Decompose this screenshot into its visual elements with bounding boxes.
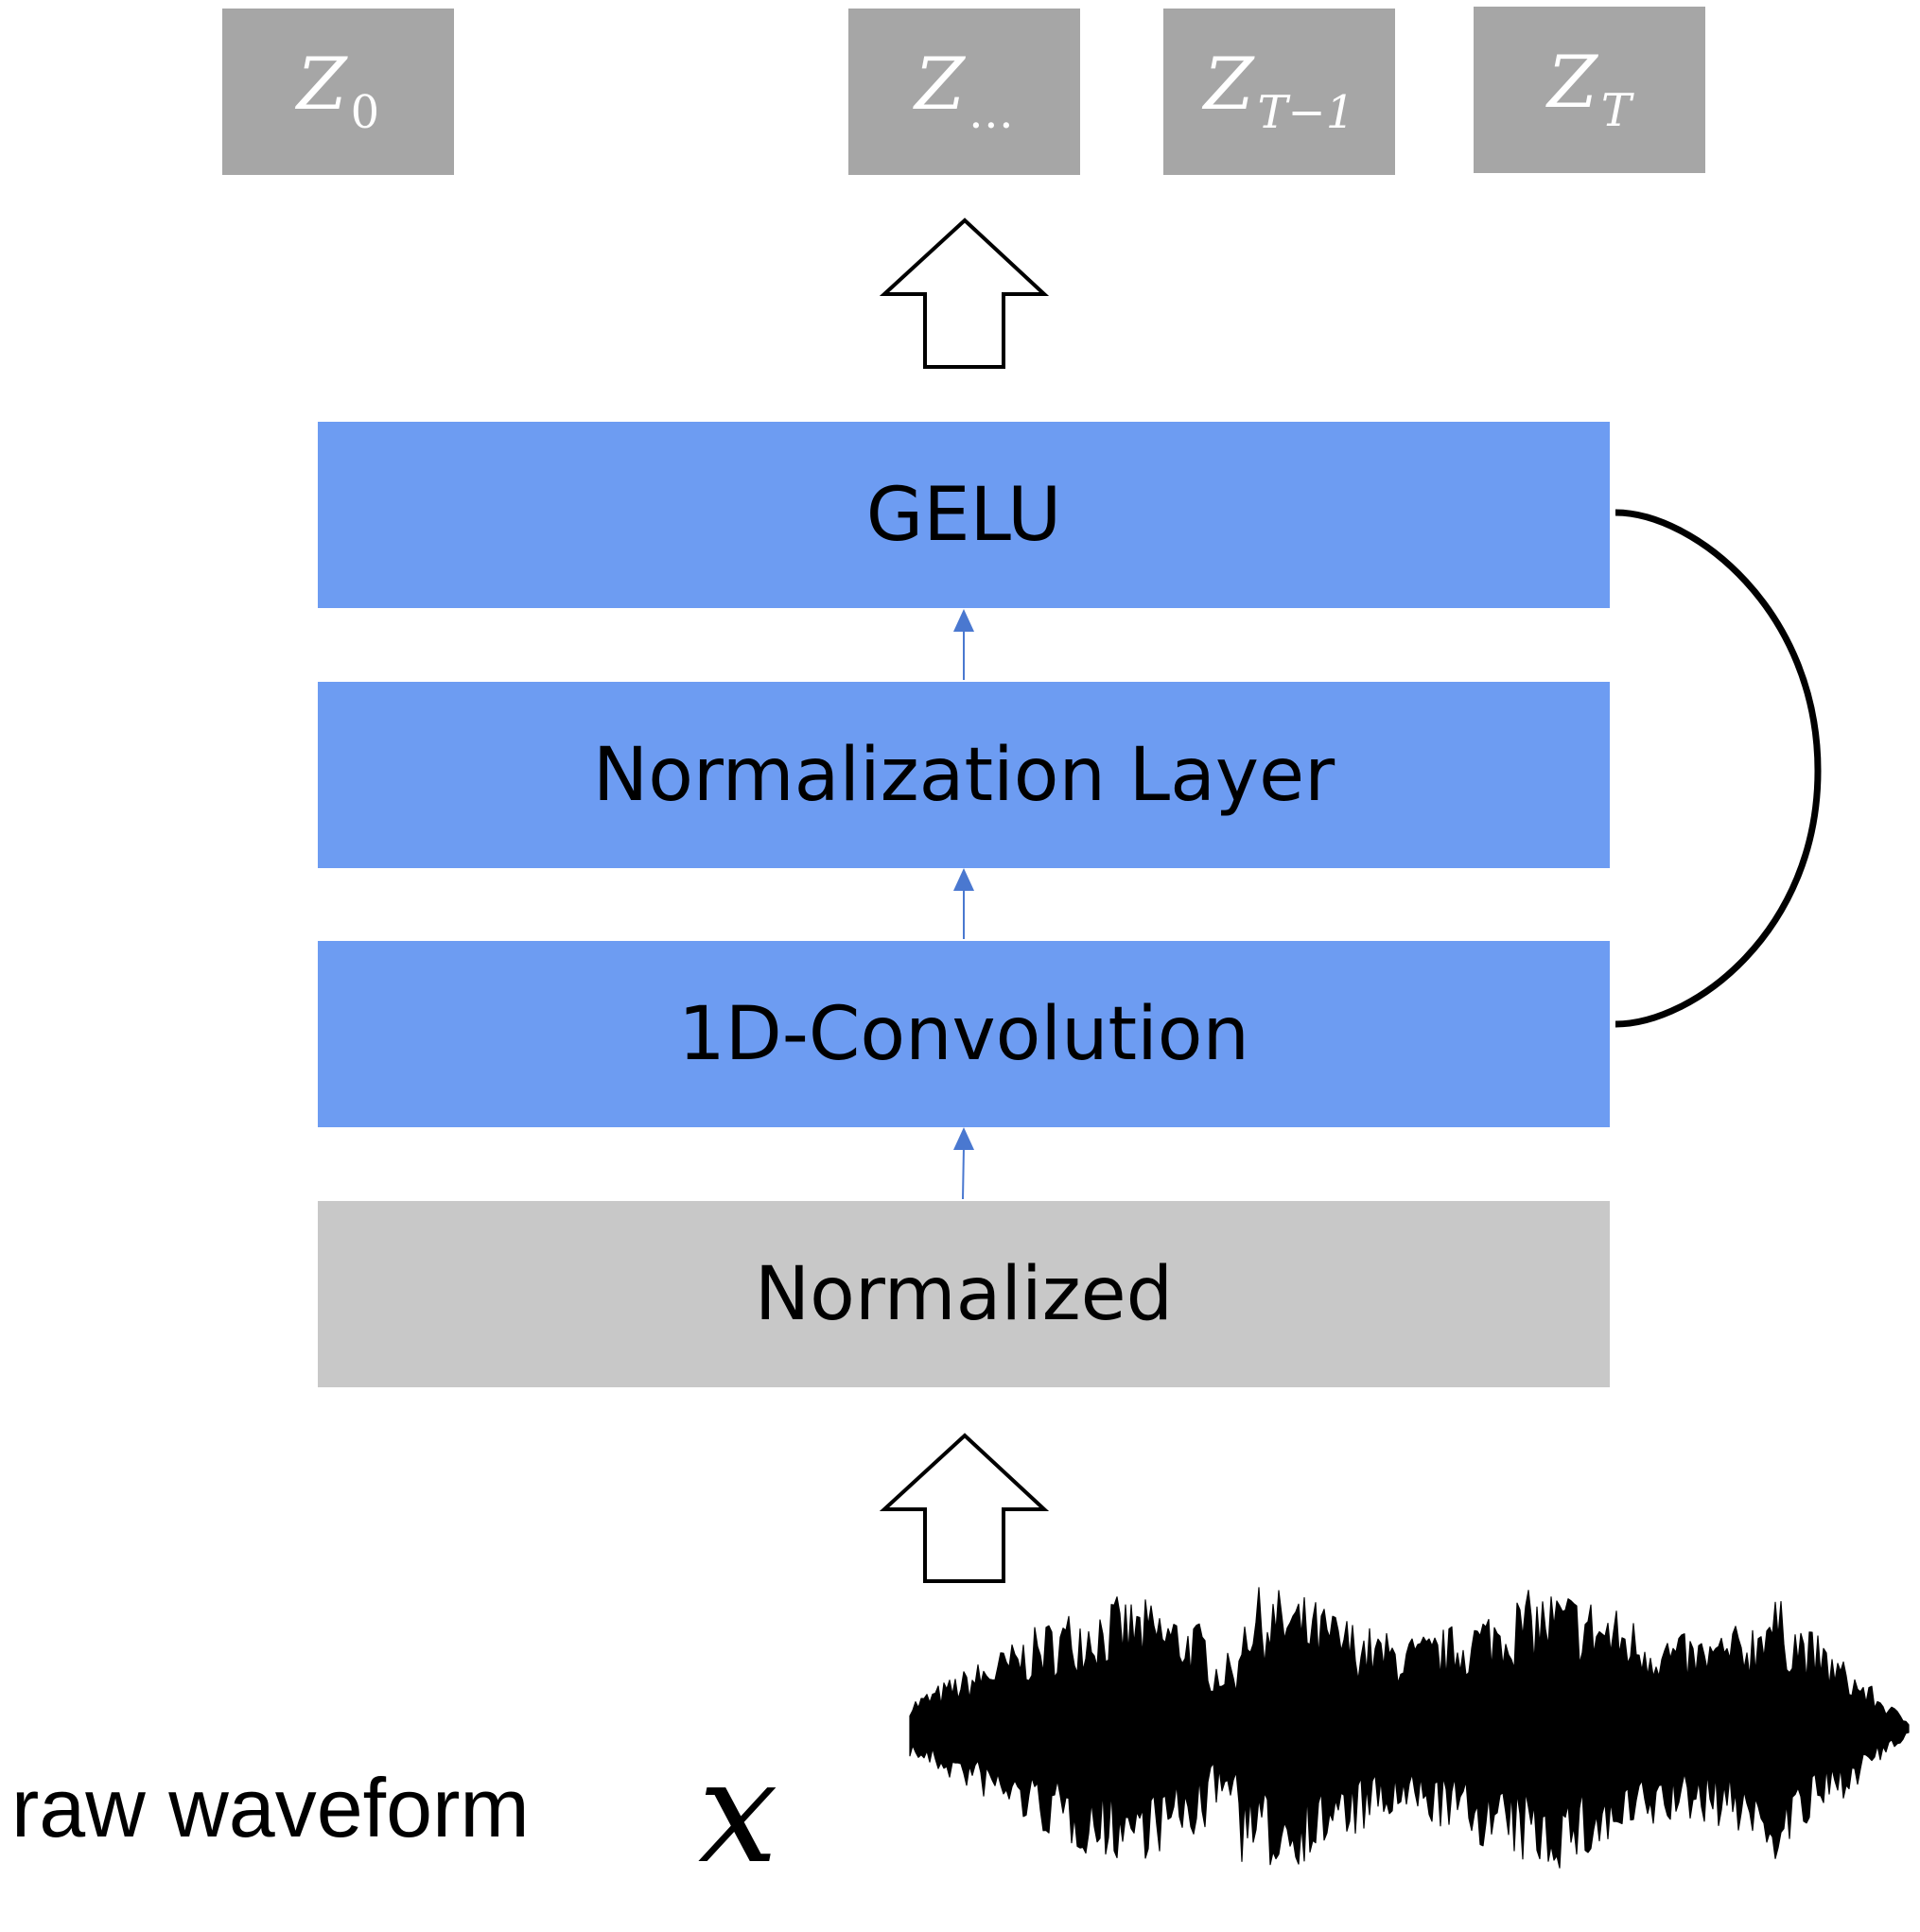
arrow-normalized-to-conv bbox=[953, 1127, 974, 1200]
output-zdots-box: Z… bbox=[848, 9, 1080, 175]
input-hollow-arrow bbox=[879, 1433, 1050, 1583]
arrow-norm-to-gelu bbox=[953, 609, 974, 680]
normalization-layer-label: Normalization Layer bbox=[592, 732, 1335, 818]
normalized-label: Normalized bbox=[754, 1251, 1174, 1337]
skip-connection-arc bbox=[1615, 509, 1822, 1028]
raw-waveform-label: raw waveform bbox=[11, 1761, 530, 1854]
output-zdots-label: Z… bbox=[915, 41, 1014, 140]
gelu-layer: GELU bbox=[318, 422, 1610, 608]
normalized-input-block: Normalized bbox=[318, 1201, 1610, 1387]
output-z0-box: Z0 bbox=[222, 9, 454, 175]
output-zt-minus-1-label: ZT−1 bbox=[1203, 41, 1355, 140]
output-zt-box: ZT bbox=[1474, 7, 1705, 173]
output-zt-label: ZT bbox=[1547, 39, 1632, 138]
convolution-layer: 1D-Convolution bbox=[318, 941, 1610, 1127]
arrow-conv-to-norm bbox=[953, 868, 974, 939]
output-hollow-arrow bbox=[879, 218, 1050, 369]
convolution-layer-label: 1D-Convolution bbox=[678, 991, 1249, 1077]
output-z0-label: Z0 bbox=[296, 41, 380, 140]
gelu-label: GELU bbox=[865, 472, 1062, 558]
output-zt-minus-1-box: ZT−1 bbox=[1163, 9, 1395, 175]
input-x-symbol: 𝑥 bbox=[698, 1731, 778, 1895]
waveform-graphic bbox=[909, 1587, 1910, 1869]
normalization-layer: Normalization Layer bbox=[318, 682, 1610, 868]
